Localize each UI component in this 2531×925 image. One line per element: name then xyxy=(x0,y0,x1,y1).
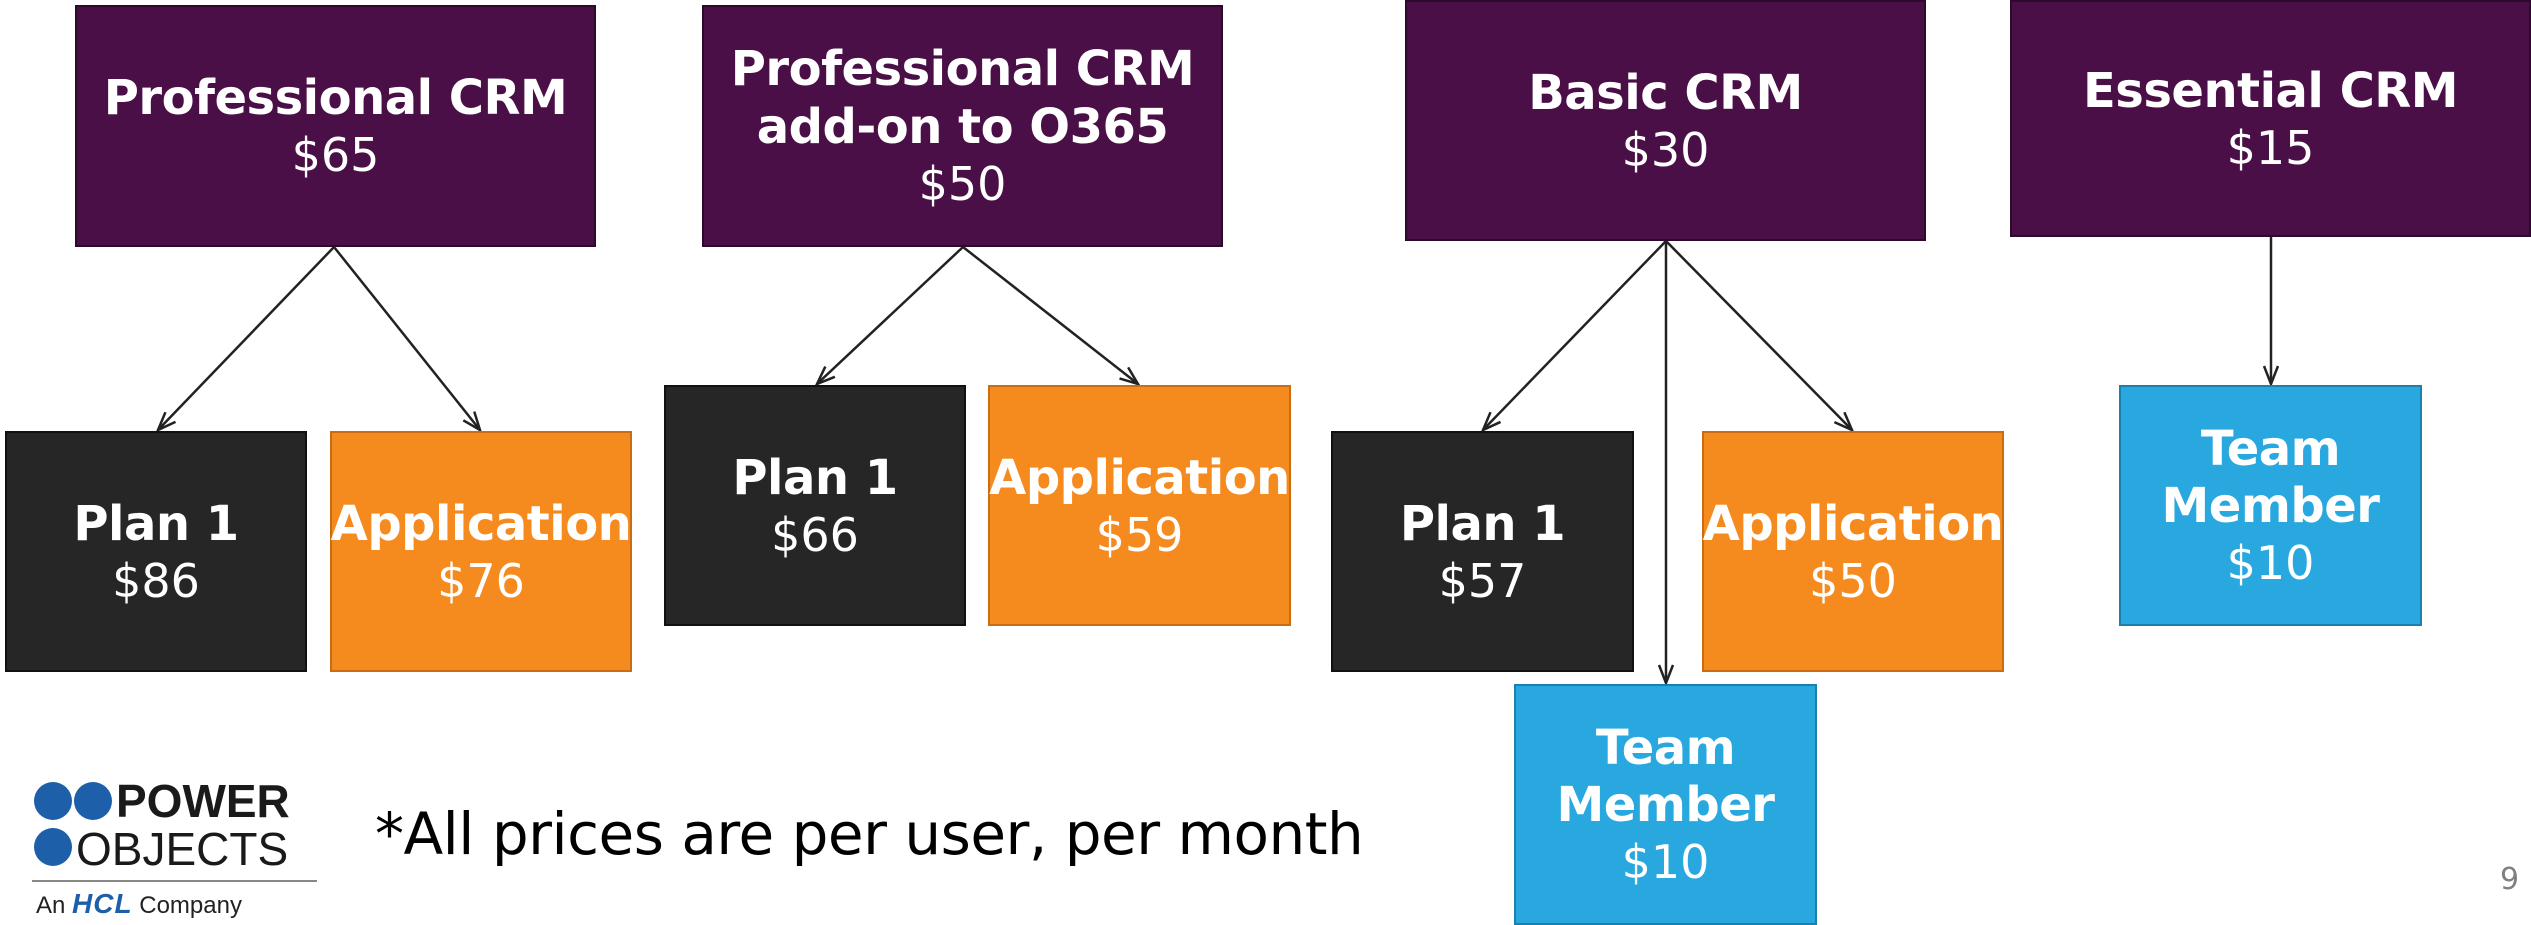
professional-crm-box: Professional CRM $65 xyxy=(75,5,596,247)
node-price: $50 xyxy=(1809,553,1897,608)
powerobjects-logo: POWER OBJECTS An HCL Company xyxy=(32,775,322,920)
logo-divider xyxy=(32,880,317,882)
node-price: $50 xyxy=(918,157,1007,211)
node-name-line2: Member xyxy=(1556,776,1775,833)
arrow-basic-plan1 xyxy=(1483,240,1667,430)
hcl-logo: HCL xyxy=(72,888,133,919)
logo-tagline: An HCL Company xyxy=(36,888,242,920)
pricing-footnote: *All prices are per user, per month xyxy=(375,800,1364,868)
node-price: $57 xyxy=(1438,553,1527,608)
page-number: 9 xyxy=(2500,862,2520,897)
node-name: Plan 1 xyxy=(1399,495,1566,552)
node-price: $86 xyxy=(112,553,200,608)
pro-application-box: Application $76 xyxy=(330,431,632,672)
node-name: Application xyxy=(330,495,632,552)
node-name-line2: Member xyxy=(2161,477,2380,534)
logo-dot xyxy=(34,782,72,820)
logo-dot xyxy=(34,828,72,866)
basic-application-box: Application $50 xyxy=(1702,431,2004,672)
node-price: $10 xyxy=(2226,535,2315,590)
node-price: $30 xyxy=(1621,122,1710,177)
node-name: Application xyxy=(989,449,1290,506)
arrow-o365-plan1 xyxy=(817,246,964,384)
node-name: Essential CRM xyxy=(2082,62,2459,119)
essential-team-member-box: Team Member $10 xyxy=(2119,385,2422,626)
logo-tagline-suffix: Company xyxy=(139,892,242,919)
arrow-pro-plan1 xyxy=(158,246,335,430)
arrow-o365-app xyxy=(962,246,1138,384)
node-price: $59 xyxy=(1095,507,1184,562)
logo-tagline-prefix: An xyxy=(36,892,66,919)
node-price: $65 xyxy=(291,128,380,182)
essential-crm-box: Essential CRM $15 xyxy=(2010,0,2531,237)
basic-team-member-box: Team Member $10 xyxy=(1514,684,1817,925)
node-price: $15 xyxy=(2226,120,2315,175)
node-name-line2: add-on to O365 xyxy=(756,99,1169,155)
professional-crm-o365-box: Professional CRM add-on to O365 $50 xyxy=(702,5,1223,247)
basic-plan1-box: Plan 1 $57 xyxy=(1331,431,1634,672)
basic-crm-box: Basic CRM $30 xyxy=(1405,0,1926,241)
o365-application-box: Application $59 xyxy=(988,385,1291,626)
node-name: Basic CRM xyxy=(1528,64,1803,121)
logo-word-power: POWER xyxy=(116,775,290,827)
node-name: Plan 1 xyxy=(73,495,239,552)
arrow-basic-app xyxy=(1665,240,1852,430)
node-name-line1: Team xyxy=(2200,420,2341,477)
node-name: Professional CRM xyxy=(103,70,568,126)
arrow-pro-app xyxy=(333,246,480,430)
node-name-line1: Professional CRM xyxy=(730,41,1195,97)
node-price: $66 xyxy=(771,507,859,562)
node-name: Application xyxy=(1702,495,2004,552)
logo-word-objects: OBJECTS xyxy=(76,823,289,875)
node-price: $10 xyxy=(1621,834,1710,889)
node-name-line1: Team xyxy=(1595,719,1736,776)
node-price: $76 xyxy=(437,553,525,608)
pro-plan1-box: Plan 1 $86 xyxy=(5,431,307,672)
o365-plan1-box: Plan 1 $66 xyxy=(664,385,966,626)
logo-dot xyxy=(74,782,112,820)
node-name: Plan 1 xyxy=(732,449,898,506)
